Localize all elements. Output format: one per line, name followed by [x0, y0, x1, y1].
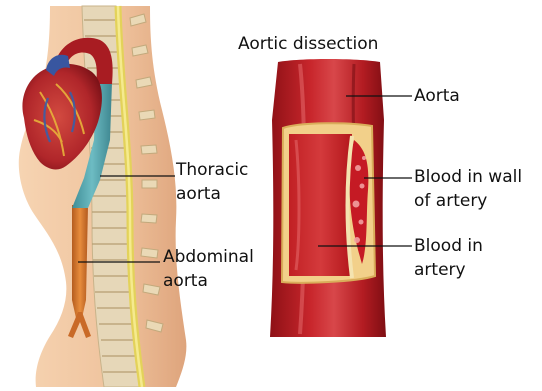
diagram-title: Aortic dissection [238, 34, 378, 54]
label-blood-in-artery-line1: Blood in [414, 236, 483, 256]
label-thoracic-line2: aorta [176, 184, 221, 204]
aorta-closeup [270, 59, 386, 337]
label-blood-in-wall-line2: of artery [414, 191, 487, 211]
label-abdominal-line2: aorta [163, 271, 208, 291]
label-blood-in-wall-line1: Blood in wall [414, 167, 522, 187]
label-aorta: Aorta [414, 86, 460, 106]
label-abdominal-line1: Abdominal [163, 247, 254, 267]
label-blood-in-artery-line2: artery [414, 260, 466, 280]
label-thoracic-line1: Thoracic [176, 160, 248, 180]
